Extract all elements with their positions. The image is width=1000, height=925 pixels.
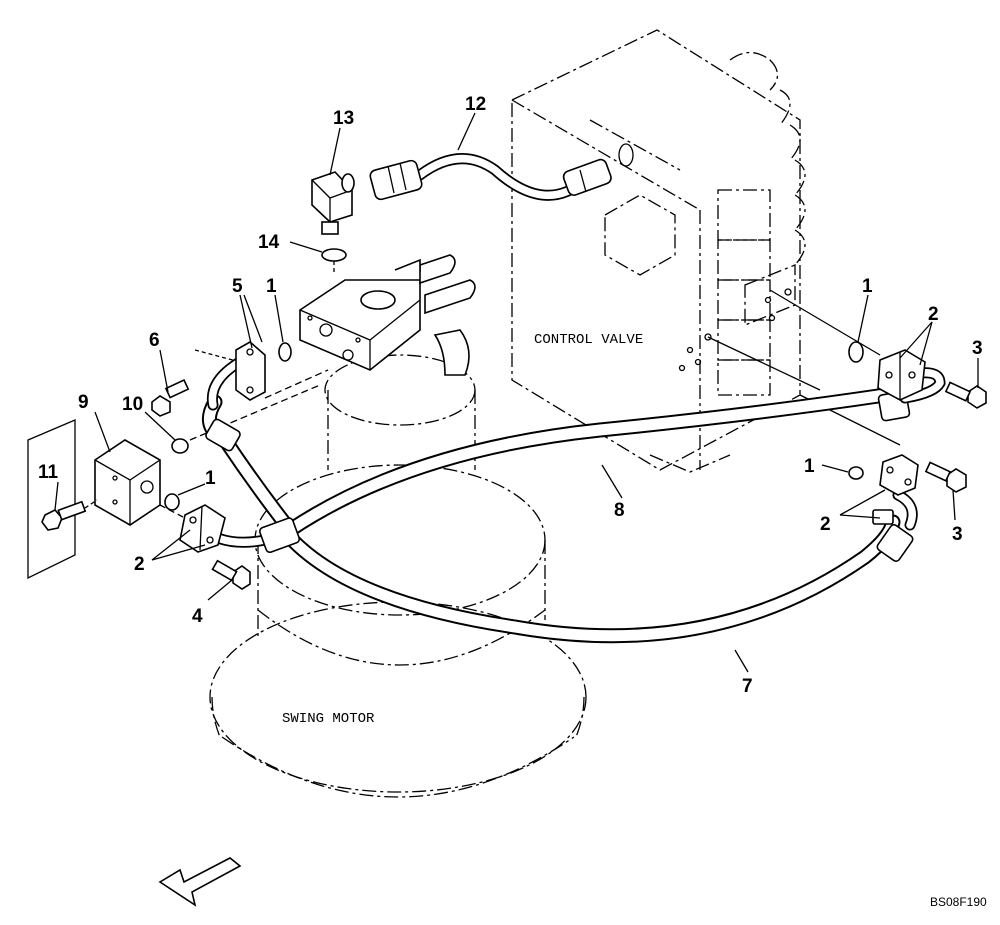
o-ring-1-valve [848, 341, 864, 363]
callout-numbers: 13 12 14 5 1 6 9 10 1 11 2 4 1 2 3 1 2 3… [38, 94, 983, 697]
callout-1-lower: 1 [804, 456, 815, 477]
callout-9: 9 [78, 392, 89, 413]
swing-motor-label: SWING MOTOR [282, 711, 375, 727]
orientation-arrow-icon [158, 857, 242, 907]
callout-2-right-lower: 2 [820, 514, 831, 535]
hose-12 [369, 153, 612, 201]
callout-3-upper: 3 [972, 338, 983, 359]
o-ring-1-motor [278, 342, 292, 362]
swing-motor-outline: SWING MOTOR [209, 354, 587, 798]
callout-2-left: 2 [134, 554, 145, 575]
callout-14: 14 [258, 232, 280, 253]
callout-6: 6 [149, 330, 160, 351]
flange-2-left [179, 504, 226, 553]
callout-11: 11 [38, 462, 59, 483]
callout-1-motor: 1 [266, 276, 277, 297]
bolt-3-lower [924, 461, 967, 493]
o-ring-14 [321, 248, 347, 262]
callout-1-plate: 1 [205, 468, 216, 489]
o-ring-1-plate [164, 493, 180, 511]
bolt-4 [211, 559, 251, 590]
motor-valve-block [299, 254, 476, 376]
flange-2-right-lower [872, 454, 919, 525]
flange-5 [235, 341, 266, 401]
callout-3-lower: 3 [952, 524, 963, 545]
elbow-fitting-13 [311, 171, 355, 235]
callout-2-right-upper: 2 [928, 304, 939, 325]
o-ring-10 [171, 438, 189, 454]
plate-9 [27, 419, 186, 580]
o-ring-1-lower [848, 466, 864, 480]
bolt-3-upper [944, 381, 987, 409]
figure-code: BS08F190 [930, 895, 987, 909]
callout-8: 8 [614, 500, 625, 521]
bolt-11 [41, 499, 98, 531]
callout-12: 12 [465, 94, 486, 115]
control-valve-outline: CONTROL VALVE [511, 29, 901, 473]
callout-leaders [54, 112, 979, 673]
control-valve-label: CONTROL VALVE [534, 332, 643, 348]
callout-4: 4 [192, 606, 203, 627]
callout-5: 5 [232, 276, 243, 297]
hose-8 [201, 354, 946, 538]
callout-1-valve: 1 [862, 276, 873, 297]
callout-10: 10 [122, 394, 143, 415]
callout-7: 7 [742, 676, 753, 697]
callout-13: 13 [333, 108, 354, 129]
flange-2-right-upper [877, 349, 926, 401]
hose-7 [194, 489, 918, 644]
bolt-6 [151, 378, 190, 417]
